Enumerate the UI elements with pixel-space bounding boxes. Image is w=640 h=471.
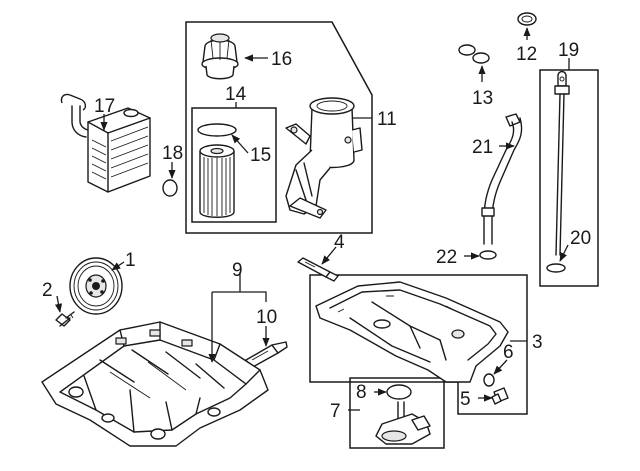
seal-a — [458, 44, 476, 56]
callout-5: 5 — [460, 389, 471, 410]
oil-filter-cap — [201, 33, 239, 80]
callout-13: 13 — [472, 88, 493, 109]
callout-4: 4 — [334, 232, 345, 253]
oil-cooler-o-ring — [162, 179, 178, 197]
dipstick-group-frame — [539, 69, 599, 287]
callout-18: 18 — [162, 143, 183, 164]
pickup-o-ring — [386, 384, 412, 400]
callout-16: 16 — [271, 49, 292, 70]
dipstick — [554, 70, 570, 256]
sealant-tube-a — [297, 257, 339, 282]
callout-3: 3 — [532, 332, 543, 353]
callout-11: 11 — [377, 109, 397, 130]
callout-8: 8 — [356, 382, 367, 403]
callout-15: 15 — [250, 145, 271, 166]
oil-filter-housing — [285, 97, 363, 219]
drain-plug-seal — [483, 373, 495, 387]
seal-b — [472, 52, 490, 64]
callout-22: 22 — [436, 247, 457, 268]
tube-o-ring — [479, 250, 497, 260]
callout-21: 21 — [472, 137, 493, 158]
callout-20: 20 — [570, 228, 591, 249]
pulley-bolt — [55, 311, 75, 327]
dipstick-o-ring — [546, 263, 566, 273]
oil-filter-element — [199, 144, 235, 218]
callout-7: 7 — [330, 401, 341, 422]
filter-housing-group-frame — [185, 21, 373, 234]
filler-cap-seal — [517, 12, 537, 26]
callout-10: 10 — [256, 307, 277, 328]
callout-12: 12 — [516, 44, 537, 65]
filter-element-group-frame — [191, 107, 277, 223]
oil-pump-pickup — [375, 401, 431, 445]
callout-1: 1 — [125, 250, 136, 271]
oil-pump-group-frame — [349, 377, 445, 449]
lower-crankcase — [41, 321, 269, 447]
filter-o-ring — [197, 123, 237, 137]
callout-19: 19 — [558, 40, 579, 61]
callout-2: 2 — [42, 280, 53, 301]
drain-plug — [491, 387, 509, 405]
oil-pan — [315, 281, 509, 383]
callout-labels: 1 2 3 4 5 6 7 8 9 10 11 12 13 14 15 16 1… — [42, 40, 591, 422]
callout-6: 6 — [503, 342, 514, 363]
leader-lines — [54, 27, 570, 411]
callout-17: 17 — [94, 96, 115, 117]
callout-9: 9 — [232, 260, 243, 281]
oil-pan-group-frame — [309, 274, 528, 415]
dipstick-tube — [481, 113, 523, 245]
callout-14: 14 — [225, 84, 247, 105]
crankshaft-pulley — [69, 257, 123, 315]
